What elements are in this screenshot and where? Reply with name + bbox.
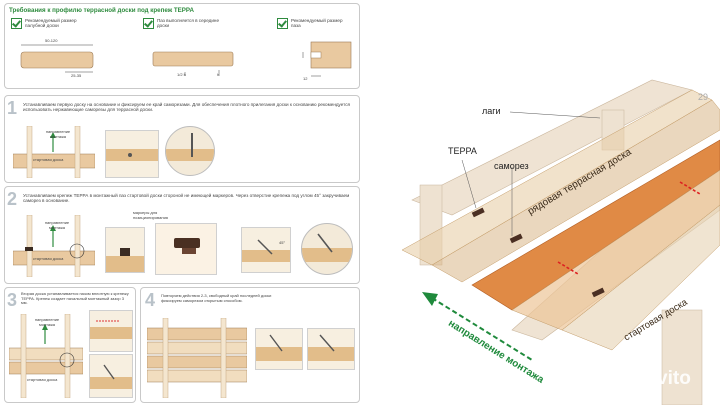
groove-size-drawing [302, 41, 352, 77]
direction-label: направление монтажа [44, 220, 70, 230]
step-illustration [13, 215, 95, 277]
start-board-label: стартовая доска [33, 157, 64, 162]
board-layout-drawing [9, 314, 83, 398]
label-lagi: лаги [482, 106, 501, 116]
req-groove-size: Рекомендуемый размер паза [291, 18, 343, 29]
board-layout-drawing [13, 215, 95, 277]
step-4-panel: 4 Повторяем действия 2-3, свободный край… [140, 287, 360, 403]
dim-12: 12 [303, 76, 308, 81]
board-layout-drawing [13, 126, 95, 178]
avito-watermark: Avito [644, 368, 691, 389]
step-photo [89, 310, 133, 352]
step-illustration [13, 126, 95, 178]
step-detail-circle [301, 223, 353, 275]
board-layout-drawing [147, 318, 247, 398]
step-1-panel: 1 Устанавливаем первую доску на основани… [4, 95, 360, 183]
step-illustration [9, 314, 83, 398]
step-text: Устанавливаем первую доску на основание … [23, 102, 351, 113]
dim-half-h: 1/2 h [177, 72, 186, 77]
step-photo [89, 354, 133, 398]
step-photo [105, 227, 145, 273]
step-photo [255, 328, 303, 370]
label-samorez: саморез [494, 161, 529, 171]
start-board-label: стартовая доска [27, 377, 58, 382]
groove-center-drawing [152, 51, 234, 76]
board-profile-drawing [20, 44, 94, 73]
step-illustration [147, 318, 247, 398]
check-icon [11, 18, 22, 29]
step-number: 2 [7, 189, 18, 209]
label-terra: ТЕРРА [448, 146, 477, 156]
step-photo [307, 328, 355, 370]
step-photo [105, 130, 159, 178]
step-number: 3 [7, 290, 18, 310]
decking-3d-diagram [401, 79, 720, 405]
req-groove-center: Паз выполняется в середине доски [157, 18, 220, 29]
angle-label: 45° [279, 240, 286, 245]
step-text: Устанавливаем крепеж ТЕРРА в монтажный п… [23, 193, 350, 204]
step-text: Повторяем действия 2-3, свободный край п… [161, 293, 272, 303]
terra-clip-photo [155, 223, 217, 275]
step-3-panel: 3 Вторая доска устанавливается пазом впл… [4, 287, 136, 403]
check-icon [277, 18, 288, 29]
step-number: 1 [7, 98, 18, 118]
step-2-panel: 2 Устанавливаем крепеж ТЕРРА в монтажный… [4, 186, 360, 284]
markers-label: маркеры для позиционирования [133, 210, 168, 220]
step-photo [241, 227, 291, 273]
requirements-panel: Требования к профилю террасной доски под… [4, 3, 360, 89]
page-number: 29 [698, 92, 709, 102]
check-icon [143, 18, 154, 29]
dim-width: 50-120 [45, 38, 58, 43]
dim-thickness: 25-35 [71, 73, 82, 78]
direction-label: направление монтажа [34, 317, 60, 327]
requirements-title: Требования к профилю террасной доски под… [9, 7, 194, 14]
direction-label: направление монтажа [45, 129, 71, 139]
dim-h: h [217, 72, 220, 77]
step-number: 4 [145, 290, 156, 310]
step-detail-circle [165, 126, 215, 176]
req-board-size: Рекомендуемый размер палубной доски [25, 18, 77, 29]
step-text: Вторая доска устанавливается пазом вплот… [21, 291, 129, 306]
start-board-label: стартовая доска [33, 256, 64, 261]
